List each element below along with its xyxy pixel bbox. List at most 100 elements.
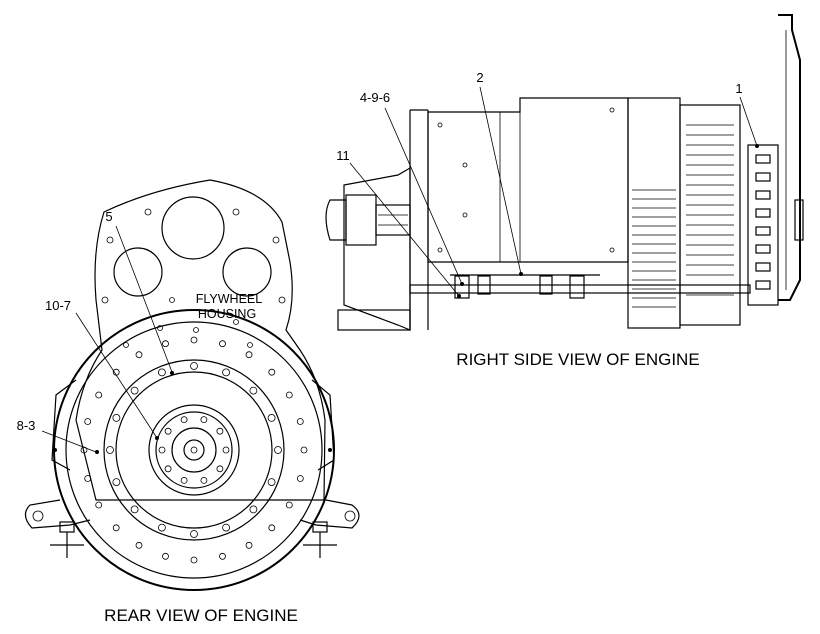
- flywheel-bolt: [274, 446, 282, 454]
- flywheel-bolt: [249, 505, 258, 514]
- callout-11: 11: [336, 148, 350, 163]
- end-cover: [778, 14, 801, 301]
- housing-bolt: [296, 475, 304, 482]
- housing-bolt: [95, 501, 103, 509]
- right-mount-stud: [303, 521, 337, 558]
- flywheel-bolt: [157, 523, 166, 532]
- housing-bolt: [190, 556, 198, 564]
- terminal-stud: [755, 154, 771, 164]
- flywheel-bolt: [190, 362, 198, 370]
- flywheel-bolts: [106, 362, 282, 538]
- housing-bolt-holes: [101, 208, 286, 348]
- generator-body: [427, 97, 629, 263]
- terminal-stud: [755, 226, 771, 236]
- crank-pilot: [190, 446, 198, 454]
- housing-right-bore: [222, 247, 272, 297]
- hub-bolt: [216, 427, 224, 435]
- flywheel-bolt: [190, 530, 198, 538]
- lower-block: [337, 309, 411, 331]
- hub-bolt: [200, 416, 208, 424]
- right-side-view: 2 1 4-9-6 11 RIGHT SIDE VIEW OF ENGINE: [325, 14, 804, 369]
- flywheel-housing-ring: [53, 309, 335, 591]
- flywheel-bolt: [267, 413, 276, 422]
- right-bracket: [311, 379, 335, 471]
- cooling-fins: [632, 124, 734, 308]
- housing-bolt: [245, 351, 253, 359]
- housing-bolt: [112, 524, 120, 532]
- left-mount: [24, 499, 91, 529]
- housing-bolt: [300, 446, 308, 454]
- terminal-stud: [755, 190, 771, 200]
- base-rail: [409, 284, 751, 294]
- callout-5: 5: [105, 209, 112, 224]
- bell-housing: [343, 166, 411, 331]
- housing-bolt: [245, 541, 253, 549]
- hub-inner: [155, 411, 233, 489]
- callout-1: 1: [735, 81, 742, 96]
- terminal-stud: [755, 262, 771, 272]
- flywheel-housing-inner-ring: [65, 321, 323, 579]
- callout-4-9-6: 4-9-6: [360, 90, 390, 105]
- housing-bolt: [84, 418, 92, 425]
- right-view-caption: RIGHT SIDE VIEW OF ENGINE: [456, 350, 699, 369]
- rear-view-caption: REAR VIEW OF ENGINE: [104, 606, 298, 625]
- leader-8-3: [41, 430, 97, 453]
- housing-left-bore: [113, 247, 163, 297]
- terminal-stud: [755, 208, 771, 218]
- housing-bolt: [268, 524, 276, 532]
- flywheel-bolt: [249, 386, 258, 395]
- starter-cap: [325, 199, 347, 241]
- flywheel-outer-bolts: [80, 336, 308, 564]
- hub-bolt: [180, 416, 188, 424]
- housing-bolt: [84, 475, 92, 482]
- flywheel-housing-outline: [75, 179, 326, 501]
- terminal-studs: [755, 154, 771, 290]
- housing-bolt: [162, 340, 169, 348]
- callout-10-7: 10-7: [45, 298, 71, 313]
- housing-bolt: [268, 368, 276, 376]
- hub-bolt: [200, 476, 208, 484]
- housing-bolt: [285, 501, 293, 509]
- housing-bolt: [95, 391, 103, 399]
- housing-bolt: [135, 351, 143, 359]
- leader-2: [479, 86, 522, 275]
- leader-4-9-6: [384, 107, 463, 285]
- flywheel-hub: [148, 404, 240, 496]
- crank-flange: [171, 427, 217, 473]
- housing-bolt: [190, 336, 198, 344]
- flywheel-bolt: [222, 523, 231, 532]
- hub-bolt: [164, 427, 172, 435]
- flywheel-bolt: [112, 478, 121, 487]
- flywheel: [103, 359, 285, 541]
- terminal-stud: [755, 172, 771, 182]
- terminal-stud: [755, 244, 771, 254]
- housing-top-bore: [161, 196, 225, 260]
- hub-bolt: [164, 465, 172, 473]
- leader-11: [349, 162, 460, 297]
- hub-bolt: [180, 476, 188, 484]
- flywheel-bolt: [267, 478, 276, 487]
- flywheel-bolt: [130, 386, 139, 395]
- rear-view: FLYWHEEL HOUSING 5 10-7 8-3 REAR VIEW OF…: [17, 179, 360, 625]
- hub-bolts: [158, 416, 230, 484]
- housing-bolt: [162, 552, 169, 560]
- hub-bolt: [158, 446, 166, 454]
- left-mount-stud: [50, 521, 84, 558]
- leader-10-7: [75, 312, 158, 439]
- housing-bolt: [219, 340, 226, 348]
- housing-label-line1: FLYWHEEL: [196, 292, 262, 306]
- base-bolts: [454, 275, 585, 299]
- housing-bolt: [296, 418, 304, 425]
- flywheel-bolt: [222, 368, 231, 377]
- right-mount: [299, 499, 360, 529]
- crank-center: [183, 439, 205, 461]
- flywheel-bolt: [130, 505, 139, 514]
- flywheel-bolt: [157, 368, 166, 377]
- hub-bolt: [222, 446, 230, 454]
- terminal-panel: [747, 144, 779, 306]
- callout-2: 2: [476, 70, 483, 85]
- housing-bolt: [135, 541, 143, 549]
- housing-label-line2: HOUSING: [198, 307, 256, 321]
- flywheel-bolt: [112, 413, 121, 422]
